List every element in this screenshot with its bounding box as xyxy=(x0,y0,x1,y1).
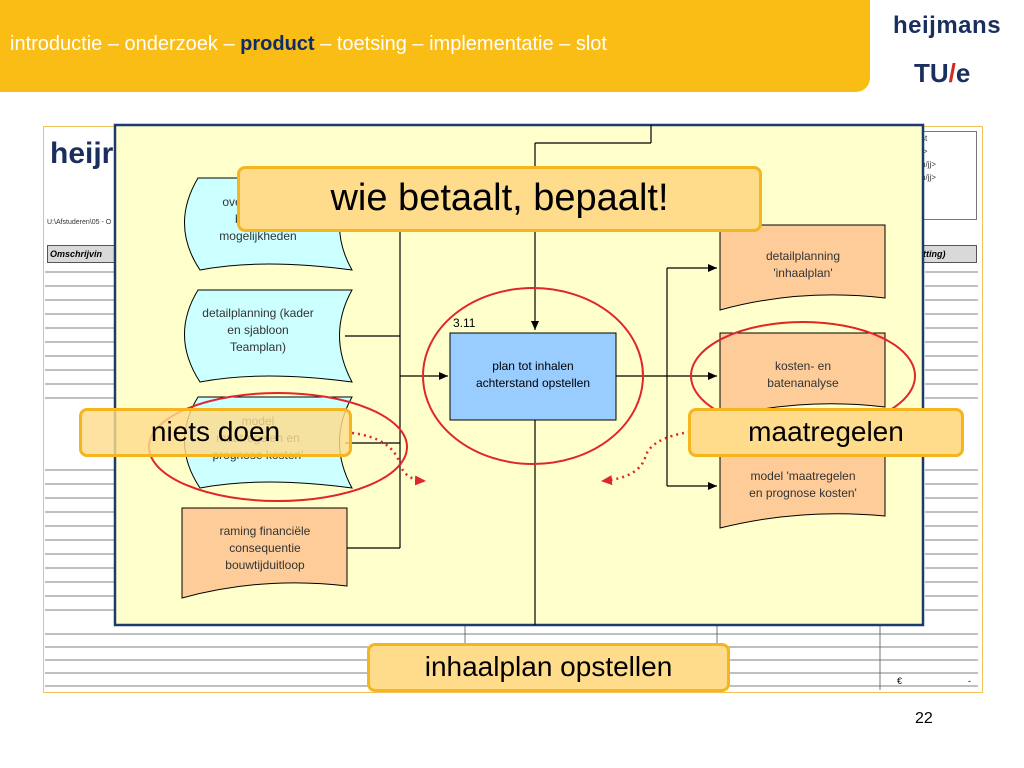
callout-left: niets doen xyxy=(79,408,352,457)
document-path: U:\Afstuderen\05 - O xyxy=(47,219,112,226)
input-document-4 xyxy=(181,507,348,599)
tue-logo-left: TU xyxy=(914,58,949,88)
process-box xyxy=(449,332,617,421)
page-number: 22 xyxy=(915,710,933,727)
header-bar: introductie – onderzoek – product – toet… xyxy=(0,0,870,92)
document-euro-sign: € xyxy=(897,676,903,686)
tue-logo-slash: / xyxy=(948,58,956,88)
tue-logo-right: e xyxy=(955,58,971,88)
tue-logo: TU/e xyxy=(914,58,970,89)
document-column-header-left: Omschrijvin xyxy=(47,245,119,263)
document-dash: - xyxy=(968,676,971,686)
document-table-lines xyxy=(45,271,978,690)
breadcrumb: introductie – onderzoek – product – toet… xyxy=(10,33,607,56)
output-document-1 xyxy=(719,224,886,311)
document-info-line: n/jj> xyxy=(921,173,936,182)
output-document-1-label: detailplanning'inhaalplan' xyxy=(766,249,840,280)
document-logo: heijr xyxy=(50,137,114,170)
breadcrumb-after: – toetsing – implementatie – slot xyxy=(314,33,607,55)
callout-bottom: inhaalplan opstellen xyxy=(367,643,730,692)
dotted-arrow-right xyxy=(601,430,691,486)
dotted-arrow-left xyxy=(351,431,426,486)
highlight-circle-center xyxy=(422,287,644,465)
input-document-2 xyxy=(184,289,353,383)
callout-top: wie betaalt, bepaalt! xyxy=(237,166,762,232)
process-number: 3.11 xyxy=(453,316,476,330)
callout-right: maatregelen xyxy=(688,408,964,457)
breadcrumb-current: product xyxy=(240,33,315,55)
output-document-3 xyxy=(719,444,886,529)
document-info-line: n/jj> xyxy=(921,160,936,169)
heijmans-logo: heijmans xyxy=(893,12,1002,39)
breadcrumb-before: introductie – onderzoek – xyxy=(10,33,241,55)
